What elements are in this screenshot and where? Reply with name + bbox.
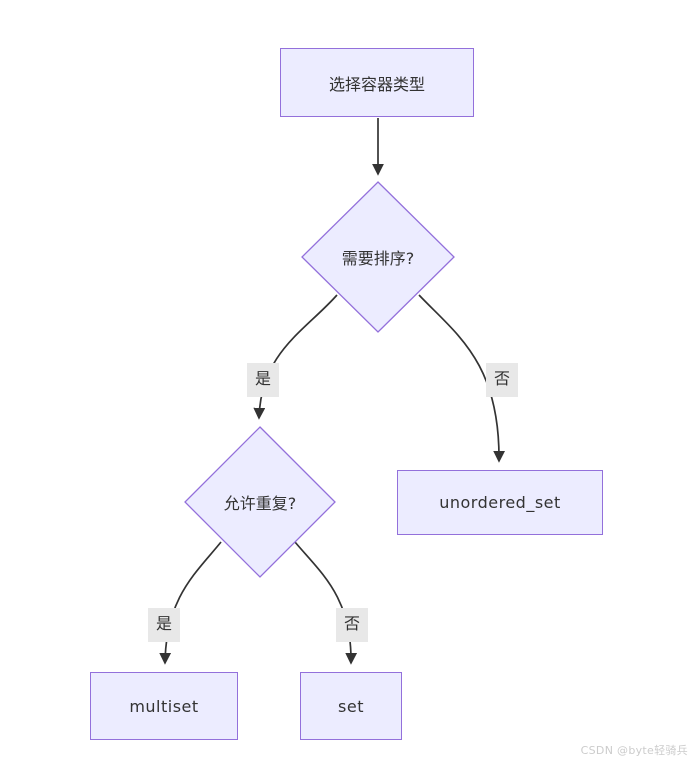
edge-need-sort-to-unordered-set — [418, 294, 506, 463]
edge-need-sort-to-allow-dup — [253, 294, 338, 420]
edge-allow-dup-to-multiset — [159, 541, 222, 665]
node-set-label: set — [338, 696, 364, 716]
node-start: 选择容器类型 — [280, 48, 474, 117]
node-need-sort-label: 需要排序? — [341, 249, 415, 268]
edge-label-allow-dup-no: 否 — [335, 608, 369, 642]
node-set: set — [300, 672, 402, 740]
node-start-label: 选择容器类型 — [328, 74, 425, 94]
edge-label-need-sort-yes: 是 — [246, 363, 280, 397]
node-unordered-set-label: unordered_set — [439, 493, 561, 512]
node-need-sort-shape — [301, 181, 455, 333]
edge-allow-dup-to-set — [294, 541, 358, 665]
edge-label-allow-dup-yes: 是 — [147, 608, 181, 642]
node-multiset: multiset — [90, 672, 238, 740]
node-unordered-set: unordered_set — [397, 470, 603, 535]
node-multiset-label: multiset — [129, 696, 199, 716]
edge-label-need-sort-no: 否 — [485, 363, 519, 397]
node-allow-dup-label: 允许重复? — [223, 494, 297, 513]
csdn-watermark: CSDN @byte轻骑兵 — [580, 744, 688, 757]
node-allow-dup-shape — [184, 426, 336, 578]
